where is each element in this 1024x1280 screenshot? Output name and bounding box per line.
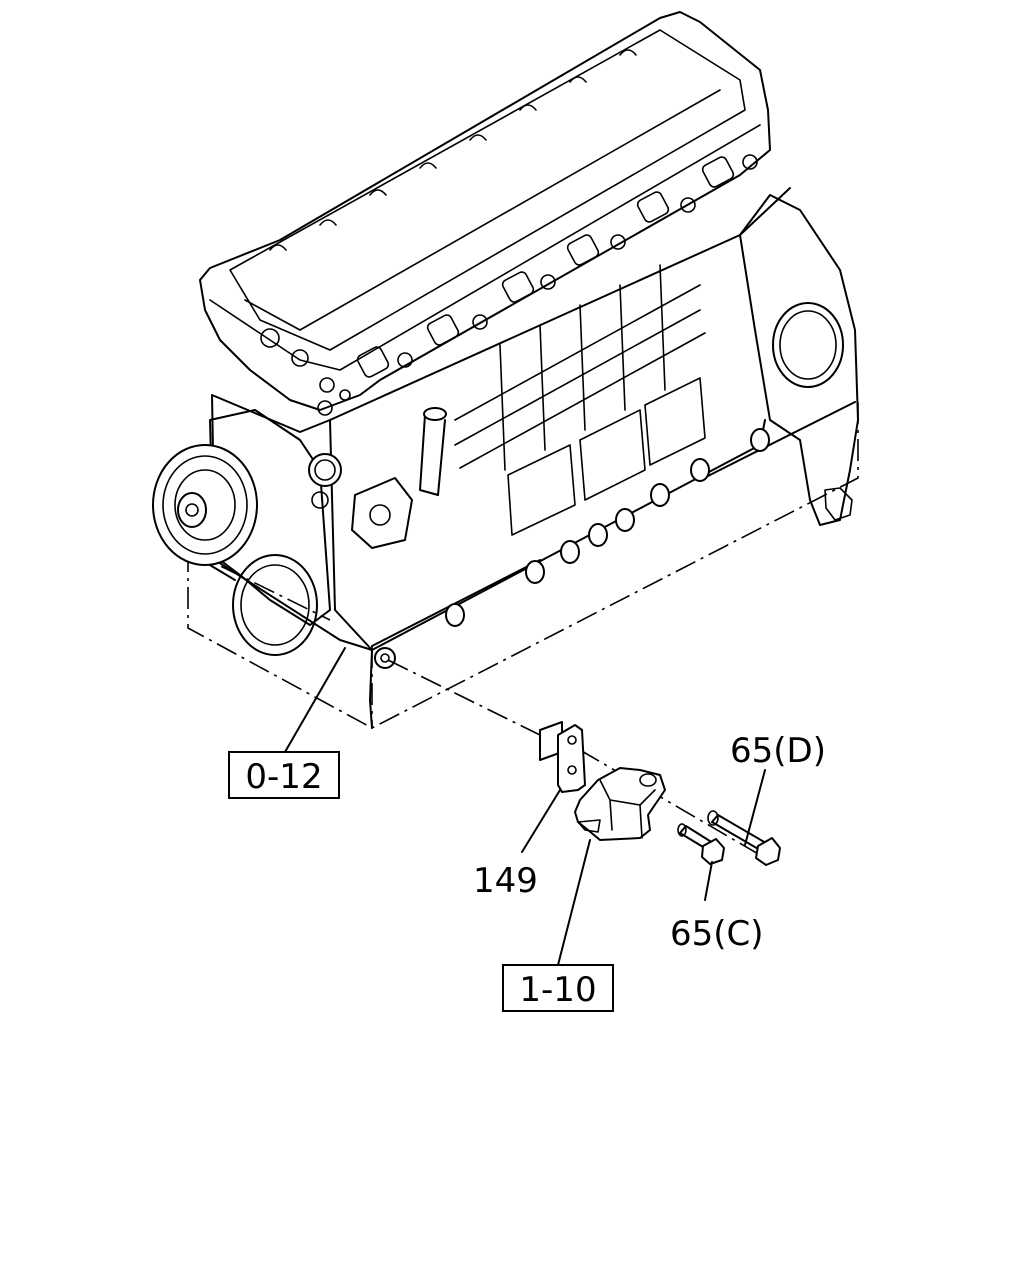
callout-part-65c[interactable]: 65(C) — [670, 914, 764, 954]
crankcase-top-edge — [187, 549, 373, 728]
leader-149 — [521, 789, 561, 853]
housing-foot — [824, 487, 853, 521]
side-ribs — [454, 264, 706, 471]
water-flange — [351, 477, 413, 549]
mount-boss-hole — [380, 653, 390, 663]
callout-ref-0-12[interactable]: 0-12 — [228, 751, 340, 799]
engine-mount-bracket — [574, 767, 666, 841]
block-side-face — [329, 419, 766, 651]
plate-149 — [539, 721, 586, 793]
oil-filler-pipe — [419, 414, 446, 496]
oil-filler-cap — [423, 407, 447, 421]
assembly-centerline — [387, 659, 761, 856]
mount-boss — [374, 647, 396, 669]
leader-1-10 — [557, 839, 591, 966]
head-bosses — [269, 49, 637, 251]
mounting-assembly — [387, 659, 781, 866]
front-seal-inner — [240, 564, 310, 646]
flywheel-bore — [772, 302, 844, 388]
manifold-ports — [356, 154, 758, 378]
leader-65d — [744, 769, 766, 846]
callout-part-149[interactable]: 149 — [473, 861, 538, 901]
block-bosses — [445, 428, 770, 627]
head-front-holes — [260, 328, 351, 416]
engine-block — [152, 11, 859, 729]
head-rocker-cover — [229, 29, 746, 351]
bolt-65c — [677, 823, 725, 865]
flywheel-housing — [739, 194, 859, 526]
block-windows — [507, 377, 706, 536]
crank-pulley — [152, 444, 258, 566]
front-plug — [308, 453, 342, 487]
leader-0-12 — [284, 647, 346, 753]
bolt-65d — [707, 810, 781, 866]
callout-ref-1-10-label: 1-10 — [519, 970, 596, 1010]
callout-part-65d[interactable]: 65(D) — [730, 731, 826, 771]
leader-65c — [704, 861, 713, 901]
cylinder-head — [199, 11, 771, 411]
front-plug-inner — [314, 459, 336, 481]
front-bolt-hole — [311, 491, 329, 509]
callout-ref-0-12-label: 0-12 — [245, 757, 322, 797]
leader-lines — [284, 647, 766, 966]
front-seal-housing — [232, 554, 318, 656]
callout-ref-1-10[interactable]: 1-10 — [502, 964, 614, 1012]
head-gasket-line — [209, 89, 761, 371]
flywheel-bore-inner — [779, 310, 837, 380]
flange-port — [369, 504, 391, 526]
